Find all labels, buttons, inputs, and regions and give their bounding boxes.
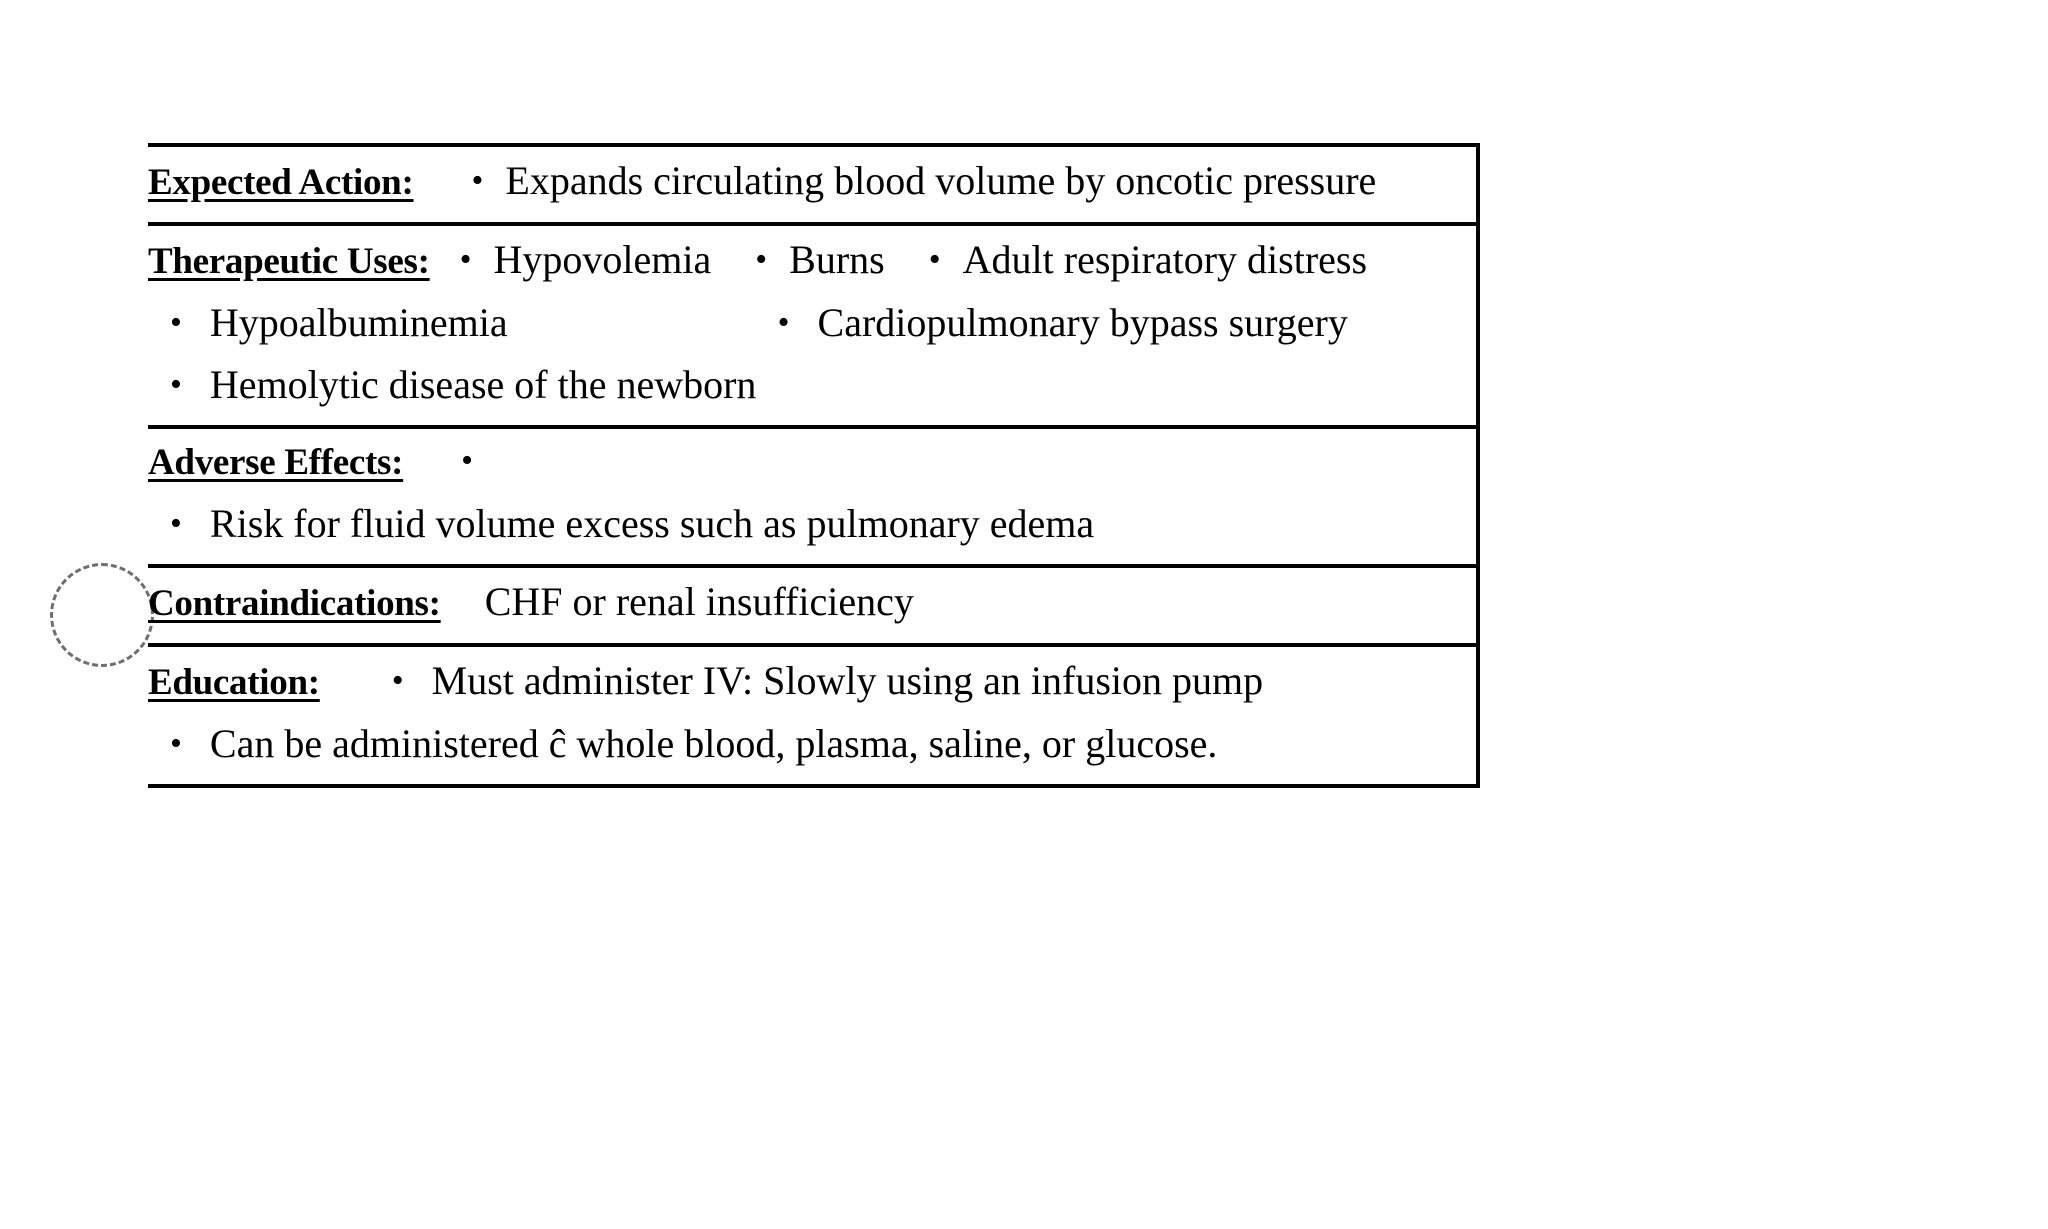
row-label-expected-action: Expected Action: xyxy=(148,162,414,203)
row-label-education: Education: xyxy=(148,662,320,704)
list-item-text: Hypovolemia xyxy=(493,237,712,283)
row-label-therapeutic-uses: Therapeutic Uses: xyxy=(148,241,430,283)
row-value-contraindications: CHF or renal insufficiency xyxy=(484,579,914,625)
table-row-contraindications: Contraindications: CHF or renal insuffic… xyxy=(148,564,1480,646)
row-line: • Risk for fluid volume excess such as p… xyxy=(148,498,1476,550)
row-cell-adverse-effects: Adverse Effects: • • Risk for fluid volu… xyxy=(148,425,1480,567)
list-item-text: Can be administered ĉ whole blood, plasm… xyxy=(209,721,1218,767)
row-line: Contraindications: CHF or renal insuffic… xyxy=(148,576,1476,629)
row-label-contraindications: Contraindications: xyxy=(148,583,441,625)
bullet-icon: • xyxy=(170,304,182,342)
row-line: Therapeutic Uses: • Hypovolemia • Burns … xyxy=(148,234,1476,287)
bullet-icon: • xyxy=(471,162,484,199)
row-line: • Hemolytic disease of the newborn xyxy=(148,359,1476,411)
list-item-text: Risk for fluid volume excess such as pul… xyxy=(209,501,1095,547)
row-line: Education: • Must administer IV: Slowly … xyxy=(148,655,1476,708)
row-line: • Can be administered ĉ whole blood, pla… xyxy=(148,718,1476,770)
bullet-icon: • xyxy=(755,241,768,279)
bullet-icon: • xyxy=(170,366,182,404)
table-row-adverse-effects: Adverse Effects: • • Risk for fluid volu… xyxy=(148,425,1480,567)
list-item-text: Burns xyxy=(789,237,885,283)
row-label-adverse-effects: Adverse Effects: xyxy=(148,442,404,484)
table-row-therapeutic-uses: Therapeutic Uses: • Hypovolemia • Burns … xyxy=(148,222,1480,428)
row-cell-contraindications: Contraindications: CHF or renal insuffic… xyxy=(148,564,1480,646)
bullet-icon: • xyxy=(170,725,182,763)
row-cell-expected-action: Expected Action: • Expands circulating b… xyxy=(148,142,1480,225)
bullet-icon: • xyxy=(170,505,182,543)
row-cell-education: Education: • Must administer IV: Slowly … xyxy=(148,643,1480,789)
bullet-icon: • xyxy=(459,241,472,279)
bullet-icon: • xyxy=(391,662,404,700)
list-item-text: Must administer IV: Slowly using an infu… xyxy=(431,658,1264,704)
annotation-circle-marker xyxy=(50,563,154,667)
row-line: • Hypoalbuminemia • Cardiopulmonary bypa… xyxy=(148,297,1476,349)
bullet-icon: • xyxy=(928,241,941,279)
row-line: Adverse Effects: • xyxy=(148,437,1476,488)
bullet-icon: • xyxy=(461,442,474,480)
list-item-text: Expands circulating blood volume by onco… xyxy=(505,158,1377,203)
table-row-expected-action: Expected Action: • Expands circulating b… xyxy=(148,142,1480,225)
list-item-text: Cardiopulmonary bypass surgery xyxy=(817,300,1348,346)
row-cell-therapeutic-uses: Therapeutic Uses: • Hypovolemia • Burns … xyxy=(148,222,1480,428)
list-item-text: Adult respiratory distress xyxy=(962,237,1368,283)
bullet-icon: • xyxy=(777,304,790,342)
list-item-text: Hypoalbuminemia xyxy=(209,300,508,346)
list-item-text: Hemolytic disease of the newborn xyxy=(209,362,757,408)
drug-card-table: Expected Action: • Expands circulating b… xyxy=(148,142,1480,789)
table-row-education: Education: • Must administer IV: Slowly … xyxy=(148,643,1480,789)
row-line: Expected Action: • Expands circulating b… xyxy=(148,155,1476,208)
